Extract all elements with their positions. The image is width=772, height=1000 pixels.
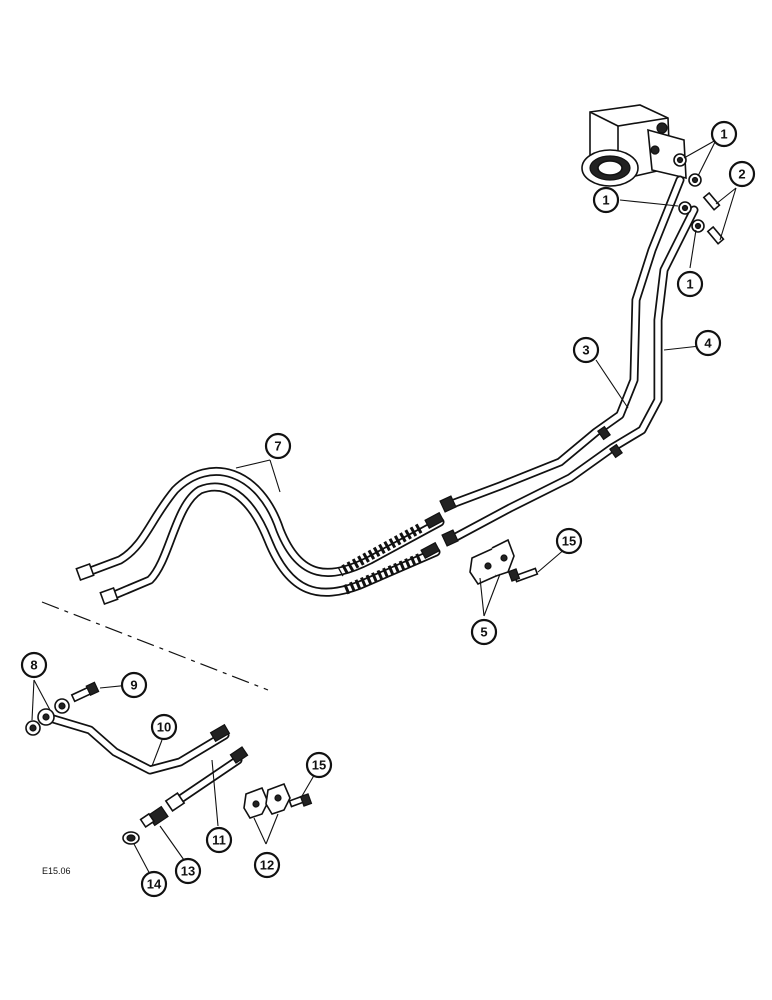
svg-text:12: 12 xyxy=(260,858,274,873)
callout-10: 10 xyxy=(150,713,178,741)
clamp-12 xyxy=(243,782,291,819)
hose-7 xyxy=(75,467,445,606)
callout-1-top: 1 xyxy=(710,120,738,148)
adapter-13 xyxy=(139,805,169,829)
callout-11: 11 xyxy=(205,826,233,854)
svg-text:1: 1 xyxy=(720,127,727,142)
callout-15-lower: 15 xyxy=(305,751,333,779)
svg-text:13: 13 xyxy=(181,864,195,879)
svg-text:15: 15 xyxy=(312,758,326,773)
washer-14 xyxy=(122,831,140,845)
hydraulic-motor-unit xyxy=(581,104,687,187)
svg-text:8: 8 xyxy=(30,658,37,673)
hose-11 xyxy=(164,746,249,812)
callout-9: 9 xyxy=(120,671,148,699)
callout-15-upper: 15 xyxy=(555,527,583,555)
svg-text:4: 4 xyxy=(704,336,712,351)
callout-13: 13 xyxy=(174,857,202,885)
svg-text:1: 1 xyxy=(686,277,693,292)
leader-lines xyxy=(31,139,737,879)
svg-text:11: 11 xyxy=(212,833,226,848)
clamp-5 xyxy=(469,538,515,586)
fittings-1-2 xyxy=(673,153,725,245)
callout-4: 4 xyxy=(694,329,722,357)
callout-14: 14 xyxy=(140,870,168,898)
callout-8: 8 xyxy=(20,651,48,679)
callout-12: 12 xyxy=(253,851,281,879)
bolt-9 xyxy=(70,681,100,703)
pipe-10 xyxy=(45,713,231,775)
svg-text:14: 14 xyxy=(147,877,162,892)
svg-text:1: 1 xyxy=(602,193,609,208)
svg-text:7: 7 xyxy=(274,439,281,454)
separation-line xyxy=(41,601,269,691)
bolt-15-lower xyxy=(288,793,313,808)
svg-text:15: 15 xyxy=(562,534,576,549)
washers-8 xyxy=(25,698,70,736)
svg-text:3: 3 xyxy=(582,343,589,358)
callout-1-lower: 1 xyxy=(676,270,704,298)
callout-3: 3 xyxy=(572,336,600,364)
callout-7: 7 xyxy=(264,432,292,460)
hose-4 xyxy=(449,205,699,543)
svg-text:10: 10 xyxy=(157,720,171,735)
callout-5: 5 xyxy=(470,618,498,646)
svg-text:5: 5 xyxy=(480,625,487,640)
figure-code: E15.06 xyxy=(42,866,71,876)
pipe-coupling xyxy=(439,425,623,547)
callout-2: 2 xyxy=(728,160,756,188)
svg-text:9: 9 xyxy=(130,678,137,693)
bolt-15-upper xyxy=(507,567,539,583)
callout-1-middle: 1 xyxy=(592,186,620,214)
svg-text:2: 2 xyxy=(738,167,745,182)
hose-3 xyxy=(447,175,685,509)
